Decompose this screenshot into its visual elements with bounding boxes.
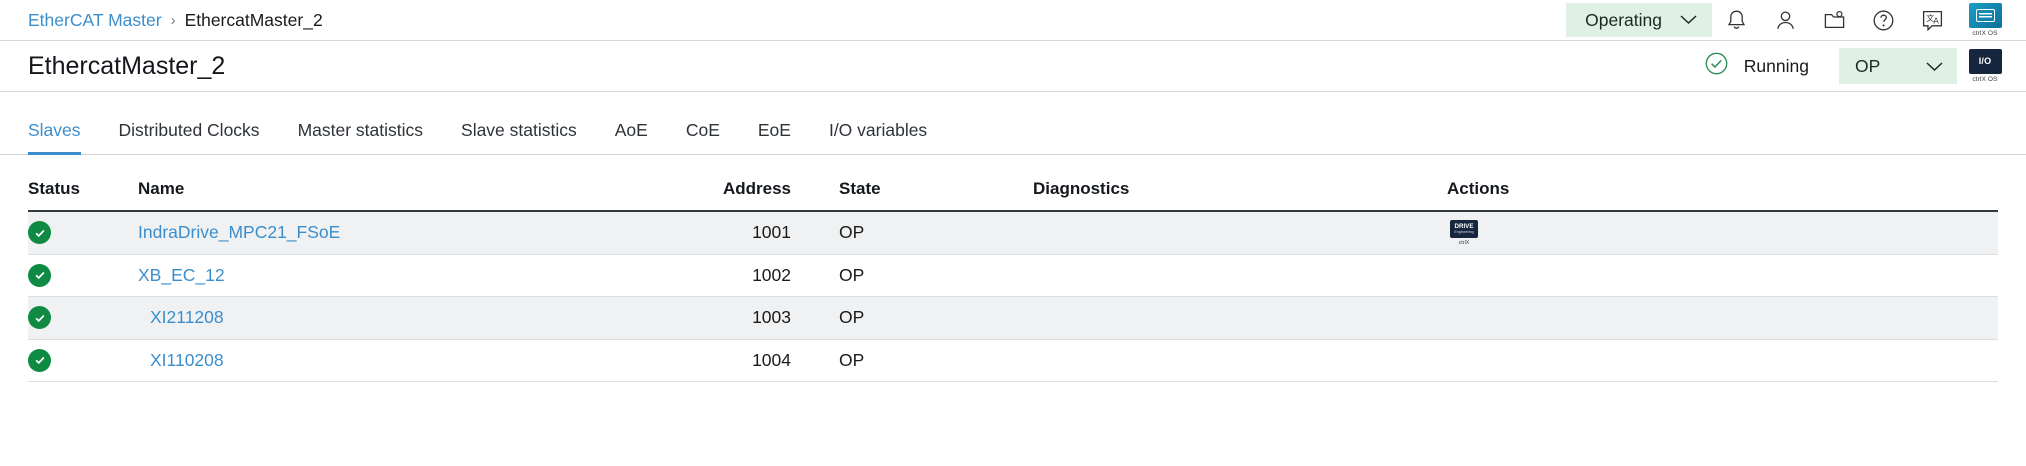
user-account-icon[interactable] bbox=[1761, 0, 1810, 41]
operating-status-dropdown[interactable]: Operating bbox=[1566, 3, 1712, 37]
io-badge-icon: I/O bbox=[1968, 49, 2002, 74]
tab-bar: Slaves Distributed Clocks Master statist… bbox=[0, 109, 2026, 155]
column-header-address: Address bbox=[722, 179, 791, 198]
operating-status-label: Operating bbox=[1585, 9, 1662, 30]
breadcrumb: EtherCAT Master › EthercatMaster_2 bbox=[28, 10, 323, 31]
language-translate-icon[interactable]: 文 A bbox=[1908, 0, 1957, 41]
row-state: OP bbox=[839, 307, 865, 328]
tab-coe[interactable]: CoE bbox=[685, 120, 720, 140]
column-header-actions: Actions bbox=[1447, 179, 1510, 198]
help-question-icon[interactable] bbox=[1859, 0, 1908, 41]
row-status bbox=[28, 306, 138, 330]
svg-text:A: A bbox=[1933, 16, 1939, 25]
row-address: 1004 bbox=[752, 349, 791, 370]
column-header-status: Status bbox=[28, 179, 80, 198]
table-row[interactable]: XI110208 1004 OP bbox=[28, 340, 1998, 382]
tab-slaves[interactable]: Slaves bbox=[28, 120, 81, 155]
tab-master-statistics[interactable]: Master statistics bbox=[297, 120, 424, 140]
drive-engineering-app-icon[interactable]: DRIVE Engineering ctrlX bbox=[1447, 220, 1481, 246]
tab-io-variables[interactable]: I/O variables bbox=[828, 120, 928, 140]
status-ok-icon bbox=[28, 348, 51, 372]
column-header-state: State bbox=[839, 179, 881, 198]
slave-name-link[interactable]: XI211208 bbox=[150, 307, 224, 328]
breadcrumb-current: EthercatMaster_2 bbox=[184, 9, 323, 30]
header-actions: Operating bbox=[1566, 0, 2012, 41]
svg-text:文: 文 bbox=[1926, 12, 1934, 22]
row-state: OP bbox=[839, 349, 865, 370]
column-header-diagnostics: Diagnostics bbox=[1033, 179, 1130, 198]
row-name: IndraDrive_MPC21_FSoE bbox=[138, 222, 643, 243]
app-tile-caption: ctrlX OS bbox=[1972, 76, 1998, 83]
state-select-dropdown[interactable]: OP bbox=[1839, 48, 1957, 84]
status-ok-icon bbox=[28, 263, 51, 287]
folder-upload-icon[interactable] bbox=[1810, 0, 1859, 41]
title-bar-actions: Running OP I/O ctrlX OS bbox=[1704, 48, 2012, 84]
drive-icon-caption: ctrlX bbox=[1458, 239, 1470, 246]
slaves-table: Status Name Address State Diagnostics Ac… bbox=[0, 168, 2026, 382]
slave-name-link[interactable]: XB_EC_12 bbox=[138, 264, 225, 285]
slave-name-link[interactable]: IndraDrive_MPC21_FSoE bbox=[138, 222, 341, 243]
row-state: OP bbox=[839, 222, 865, 243]
table-header-row: Status Name Address State Diagnostics Ac… bbox=[28, 168, 1998, 212]
row-name: XB_EC_12 bbox=[138, 265, 643, 286]
tab-distributed-clocks[interactable]: Distributed Clocks bbox=[118, 120, 260, 140]
column-header-name: Name bbox=[138, 179, 185, 198]
keyboard-icon bbox=[1968, 3, 2002, 28]
row-name: XI211208 bbox=[138, 307, 643, 328]
page-title-bar: EthercatMaster_2 Running OP I/O ctrlX OS bbox=[0, 41, 2026, 92]
status-ok-icon bbox=[28, 221, 51, 245]
top-header-bar: EtherCAT Master › EthercatMaster_2 Opera… bbox=[0, 0, 2026, 41]
run-status: Running bbox=[1704, 51, 1809, 81]
row-name: XI110208 bbox=[138, 350, 643, 371]
row-address: 1001 bbox=[752, 222, 791, 243]
app-tile-caption: ctrlX OS bbox=[1972, 30, 1998, 37]
chevron-down-icon bbox=[1680, 15, 1697, 25]
status-check-circle-icon bbox=[1704, 51, 1729, 81]
page-title: EthercatMaster_2 bbox=[28, 51, 226, 80]
ctrlx-os-app-tile-top[interactable]: ctrlX OS bbox=[1966, 3, 2004, 37]
breadcrumb-separator-icon: › bbox=[170, 11, 176, 29]
row-address: 1003 bbox=[752, 307, 791, 328]
row-actions: DRIVE Engineering ctrlX bbox=[1443, 220, 1998, 246]
ctrlx-io-app-tile[interactable]: I/O ctrlX OS bbox=[1966, 49, 2004, 83]
slave-name-link[interactable]: XI110208 bbox=[150, 349, 224, 370]
table-row[interactable]: XI211208 1003 OP bbox=[28, 297, 1998, 340]
row-status bbox=[28, 348, 138, 372]
drive-badge-icon: DRIVE Engineering bbox=[1450, 220, 1478, 238]
table-row[interactable]: XB_EC_12 1002 OP bbox=[28, 255, 1998, 297]
tab-slave-statistics[interactable]: Slave statistics bbox=[461, 120, 577, 140]
tab-aoe[interactable]: AoE bbox=[614, 120, 648, 140]
row-status bbox=[28, 263, 138, 287]
row-address: 1002 bbox=[752, 264, 791, 285]
chevron-down-icon bbox=[1926, 56, 1943, 77]
row-status bbox=[28, 221, 138, 245]
state-select-value: OP bbox=[1855, 55, 1881, 76]
status-ok-icon bbox=[28, 306, 51, 330]
breadcrumb-link-ethercat-master[interactable]: EtherCAT Master bbox=[28, 9, 162, 30]
table-row[interactable]: IndraDrive_MPC21_FSoE 1001 OP DRIVE Engi… bbox=[28, 212, 1998, 255]
run-status-label: Running bbox=[1743, 55, 1809, 76]
io-glyph: I/O bbox=[1978, 56, 1992, 66]
tab-eoe[interactable]: EoE bbox=[757, 120, 791, 140]
drive-glyph: DRIVE bbox=[1454, 222, 1474, 230]
notifications-bell-icon[interactable] bbox=[1712, 0, 1761, 41]
row-state: OP bbox=[839, 264, 865, 285]
drive-subglyph: Engineering bbox=[1454, 229, 1474, 234]
